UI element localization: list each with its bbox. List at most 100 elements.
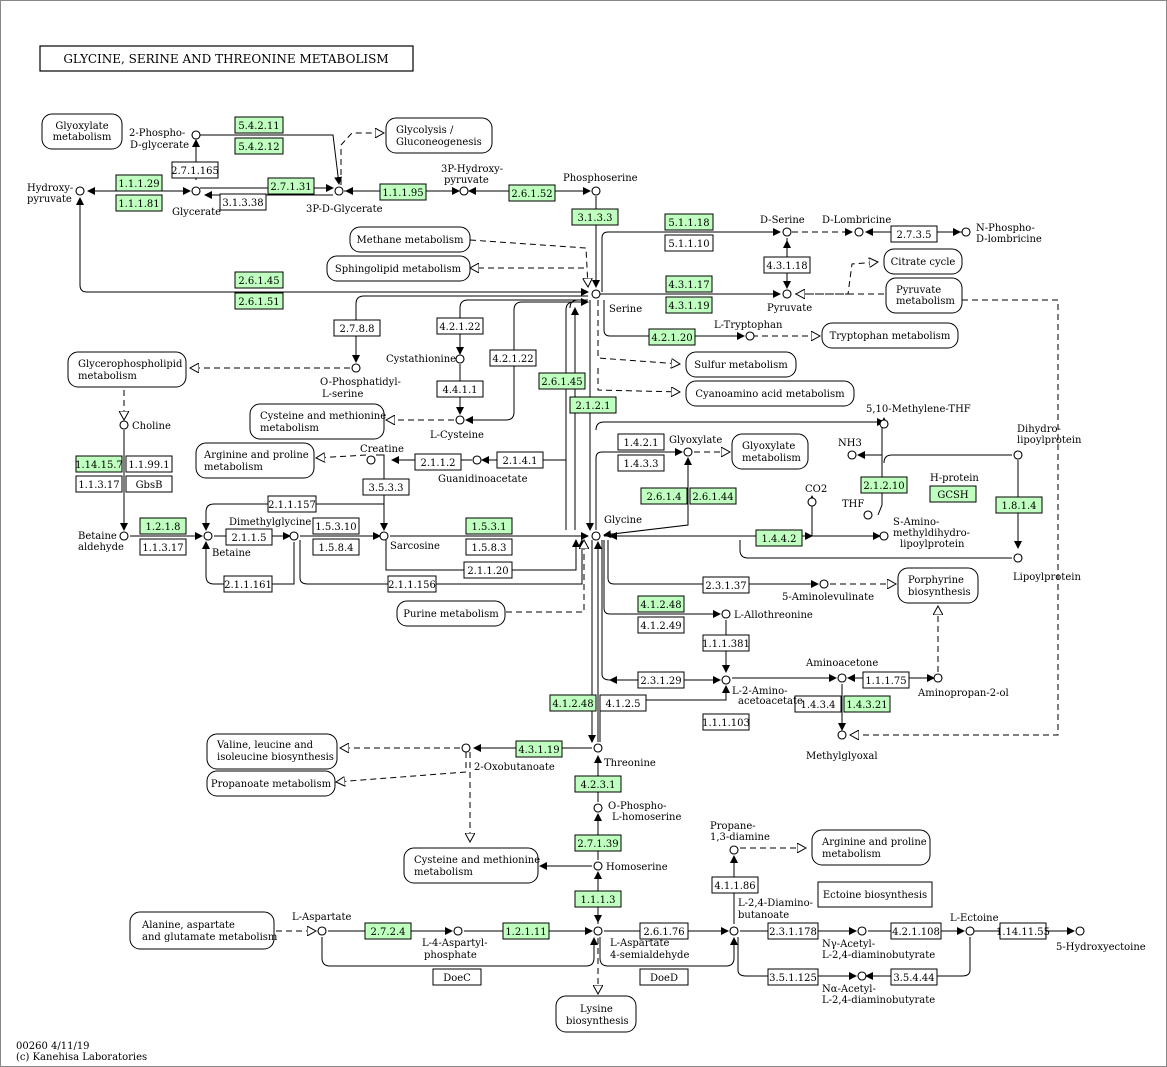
node-methylene-thf[interactable] bbox=[879, 419, 889, 429]
enzyme-1-4-3-21[interactable]: 1.4.3.21 bbox=[843, 695, 891, 713]
node-phosphoserine[interactable] bbox=[591, 186, 601, 196]
enzyme-1-4-2-1[interactable]: 1.4.2.1 bbox=[617, 433, 665, 451]
compound-nodes[interactable] bbox=[75, 130, 1085, 981]
node-cystathionine[interactable] bbox=[455, 354, 465, 364]
node-l-2-amino-acetoacetate[interactable] bbox=[721, 675, 731, 685]
enzyme-1-8-1-4[interactable]: 1.8.1.4 bbox=[995, 496, 1043, 514]
enzyme-1-14-15-7[interactable]: 1.14.15.7 bbox=[75, 455, 123, 473]
node-2-oxobutanoate[interactable] bbox=[461, 743, 471, 753]
enzyme-5-4-2-12[interactable]: 5.4.2.12 bbox=[234, 137, 284, 155]
enzyme-2-1-1-156[interactable]: 2.1.1.156 bbox=[387, 575, 437, 593]
node-threonine[interactable] bbox=[593, 743, 603, 753]
node-aminoacetone[interactable] bbox=[837, 673, 847, 683]
node-nalpha-acetyl[interactable] bbox=[857, 971, 867, 981]
enzyme-4-2-3-1[interactable]: 4.2.3.1 bbox=[574, 775, 622, 793]
map-citrate[interactable]: Citrate cycle bbox=[883, 248, 963, 275]
map-sphingolipid[interactable]: Sphingolipid metabolism bbox=[326, 255, 471, 282]
node-ngamma-acetyl[interactable] bbox=[857, 926, 867, 936]
node-2-phospho-d-glycerate[interactable] bbox=[191, 130, 201, 140]
map-glycolysis[interactable]: Glycolysis /Gluconeogenesis bbox=[385, 117, 493, 154]
enzyme-1-2-1-8[interactable]: 1.2.1.8 bbox=[139, 517, 187, 535]
enzyme-2-7-1-39[interactable]: 2.7.1.39 bbox=[574, 834, 622, 852]
enzyme-1-1-1-75[interactable]: 1.1.1.75 bbox=[862, 671, 910, 689]
node-o-phospho-l-homoserine[interactable] bbox=[593, 803, 603, 813]
enzyme-2-1-1-20[interactable]: 2.1.1.20 bbox=[463, 561, 513, 579]
enzyme-2-1-1-157[interactable]: 2.1.1.157 bbox=[267, 495, 317, 513]
enzyme-2-3-1-37[interactable]: 2.3.1.37 bbox=[702, 576, 750, 594]
node-betaine-aldehyde[interactable] bbox=[119, 531, 129, 541]
enzyme-3-1-3-3[interactable]: 3.1.3.3 bbox=[571, 208, 619, 226]
enzyme-1-4-3-4[interactable]: 1.4.3.4 bbox=[794, 695, 842, 713]
enzyme-2-7-3-5[interactable]: 2.7.3.5 bbox=[890, 225, 938, 243]
node-pyruvate[interactable] bbox=[782, 289, 792, 299]
enzyme-4-3-1-17[interactable]: 4.3.1.17 bbox=[665, 275, 713, 293]
enzyme-1-4-4-2[interactable]: 1.4.4.2 bbox=[755, 529, 803, 547]
enzyme-2-1-2-1[interactable]: 2.1.2.1 bbox=[569, 396, 617, 414]
enzyme-5-4-2-11[interactable]: 5.4.2.11 bbox=[234, 116, 284, 134]
map-purine[interactable]: Purine metabolism bbox=[396, 600, 506, 627]
enzyme-2-7-1-165[interactable]: 2.7.1.165 bbox=[171, 161, 219, 179]
node-creatine[interactable] bbox=[366, 455, 376, 465]
node-glycine[interactable] bbox=[591, 531, 601, 541]
node-l-allothreonine[interactable] bbox=[721, 609, 731, 619]
node-nh3[interactable] bbox=[847, 450, 857, 460]
enzyme-2-1-1-5[interactable]: 2.1.1.5 bbox=[225, 528, 273, 546]
node-sarcosine[interactable] bbox=[379, 531, 389, 541]
node-glyoxylate[interactable] bbox=[683, 447, 693, 457]
enzyme-2-3-1-29[interactable]: 2.3.1.29 bbox=[637, 671, 685, 689]
node-dimethylglycine[interactable] bbox=[289, 531, 299, 541]
enzyme-2-1-2-10[interactable]: 2.1.2.10 bbox=[860, 476, 908, 494]
enzyme-gcsh[interactable]: GCSH bbox=[929, 485, 977, 503]
node-co2[interactable] bbox=[807, 497, 817, 507]
enzyme-1-1-3-17-b[interactable]: 1.1.3.17 bbox=[139, 538, 187, 556]
node-choline[interactable] bbox=[119, 420, 129, 430]
enzyme-1-1-1-81[interactable]: 1.1.1.81 bbox=[115, 194, 163, 212]
enzyme-2-7-2-4[interactable]: 2.7.2.4 bbox=[364, 922, 412, 940]
map-tryptophan[interactable]: Tryptophan metabolism bbox=[821, 322, 959, 349]
node-propane-1-3-diamine[interactable] bbox=[729, 845, 739, 855]
enzyme-3-5-4-44[interactable]: 3.5.4.44 bbox=[890, 968, 938, 986]
enzyme-1-1-1-103[interactable]: 1.1.1.103 bbox=[702, 713, 750, 731]
map-methane[interactable]: Methane metabolism bbox=[349, 226, 471, 253]
enzyme-2-7-1-31[interactable]: 2.7.1.31 bbox=[267, 177, 315, 195]
enzyme-1-1-1-29[interactable]: 1.1.1.29 bbox=[115, 174, 163, 192]
node-5-hydroxyectoine[interactable] bbox=[1075, 926, 1085, 936]
map-cyanoamino[interactable]: Cyanoamino acid metabolism bbox=[685, 380, 855, 407]
enzyme-1-4-3-3[interactable]: 1.4.3.3 bbox=[617, 454, 665, 472]
enzyme-4-2-1-22-b[interactable]: 4.2.1.22 bbox=[489, 349, 537, 367]
enzyme-1-1-3-17-a[interactable]: 1.1.3.17 bbox=[75, 475, 123, 493]
node-5-aminolevulinate[interactable] bbox=[819, 579, 829, 589]
node-l-tryptophan[interactable] bbox=[745, 331, 755, 341]
map-sulfur[interactable]: Sulfur metabolism bbox=[685, 351, 797, 378]
node-l-2-4-diaminobutanoate[interactable] bbox=[729, 926, 739, 936]
node-methylglyoxal[interactable] bbox=[837, 730, 847, 740]
enzyme-1-14-11-55[interactable]: 1.14.11.55 bbox=[996, 922, 1050, 940]
enzyme-2-1-4-1[interactable]: 2.1.4.1 bbox=[496, 451, 544, 469]
enzyme-4-3-1-19-b[interactable]: 4.3.1.19 bbox=[515, 740, 563, 758]
enzyme-4-1-2-48-a[interactable]: 4.1.2.48 bbox=[637, 595, 685, 613]
enzyme-2-6-1-45-b[interactable]: 2.6.1.45 bbox=[538, 372, 586, 390]
node-homoserine[interactable] bbox=[593, 861, 603, 871]
node-guanidinoacetate[interactable] bbox=[472, 455, 482, 465]
enzyme-4-1-2-48-b[interactable]: 4.1.2.48 bbox=[549, 694, 597, 712]
enzyme-2-6-1-45-a[interactable]: 2.6.1.45 bbox=[234, 271, 284, 289]
enzyme-2-7-8-8[interactable]: 2.7.8.8 bbox=[333, 319, 381, 337]
enzyme-4-1-1-86[interactable]: 4.1.1.86 bbox=[711, 876, 759, 894]
enzyme-2-1-1-2[interactable]: 2.1.1.2 bbox=[414, 453, 462, 471]
node-hydroxypyruvate[interactable] bbox=[75, 186, 85, 196]
enzyme-5-1-1-10[interactable]: 5.1.1.10 bbox=[664, 234, 714, 252]
enzyme-4-2-1-108[interactable]: 4.2.1.108 bbox=[890, 922, 942, 940]
node-l-ectoine[interactable] bbox=[965, 926, 975, 936]
enzyme-1-2-1-11[interactable]: 1.2.1.11 bbox=[502, 922, 550, 940]
enzyme-doed[interactable]: DoeD bbox=[639, 968, 689, 986]
node-d-serine[interactable] bbox=[782, 227, 792, 237]
enzyme-2-6-1-44[interactable]: 2.6.1.44 bbox=[689, 487, 737, 505]
